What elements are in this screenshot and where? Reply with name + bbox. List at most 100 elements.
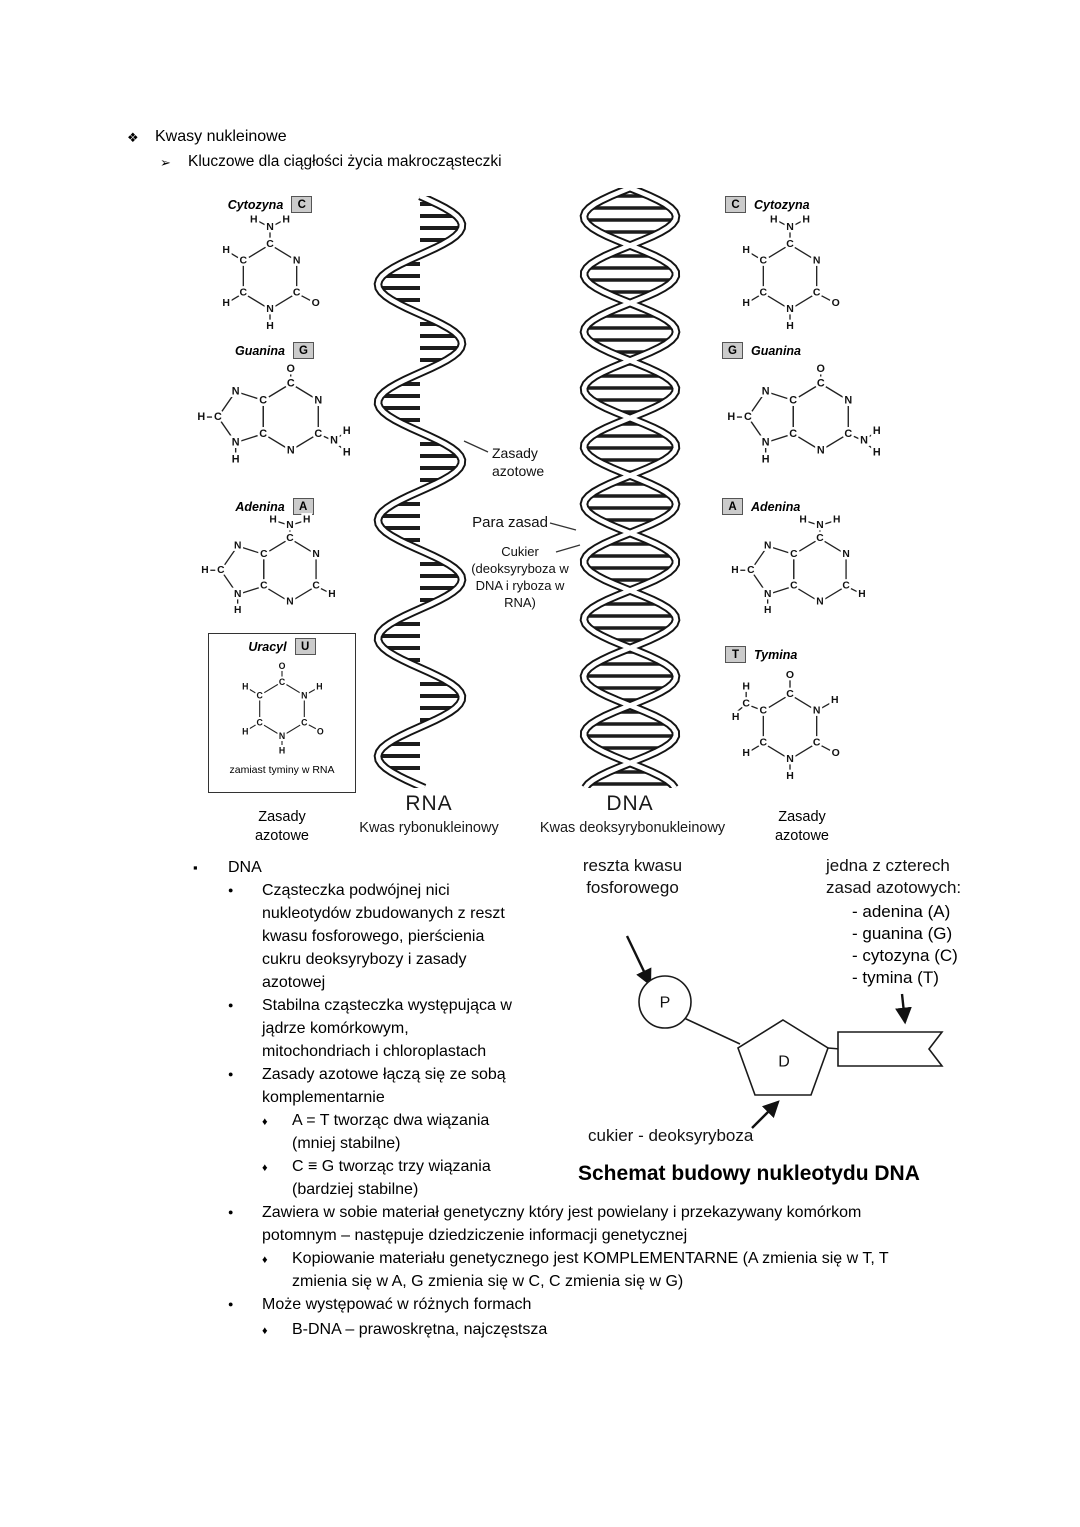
svg-text:H: H bbox=[222, 298, 230, 309]
bullet-item: Zasady azotowe łączą się ze sobą komplem… bbox=[228, 1063, 993, 1109]
svg-text:C: C bbox=[293, 288, 301, 299]
base-letter-badge: G bbox=[722, 342, 743, 359]
arrow-bullet-icon bbox=[160, 151, 188, 173]
svg-text:H: H bbox=[316, 682, 322, 692]
svg-text:H: H bbox=[786, 321, 794, 332]
svg-text:H: H bbox=[266, 321, 274, 332]
bullet-item: Cząsteczka podwójnej nici nukleotydów zb… bbox=[228, 879, 993, 994]
diamond-sub-bullet-icon bbox=[262, 1155, 292, 1180]
svg-text:C: C bbox=[312, 581, 320, 592]
svg-text:C: C bbox=[279, 677, 286, 687]
svg-text:N: N bbox=[842, 549, 849, 560]
dna-helix-illustration bbox=[579, 188, 681, 788]
svg-text:N: N bbox=[763, 541, 770, 552]
svg-text:H: H bbox=[761, 453, 769, 465]
rna-label: RNA bbox=[405, 792, 453, 815]
dot-bullet-icon bbox=[228, 1201, 262, 1226]
phosphate-label: reszta kwasu fosforowego bbox=[582, 856, 683, 897]
svg-text:H: H bbox=[858, 589, 865, 600]
svg-text:C: C bbox=[214, 411, 222, 423]
bullet-text: Zawiera w sobie materiał genetyczny któr… bbox=[262, 1204, 862, 1244]
svg-text:N: N bbox=[231, 437, 239, 449]
bases-list-item: - adenina (A) bbox=[852, 902, 951, 921]
svg-text:C: C bbox=[257, 690, 264, 700]
svg-text:C: C bbox=[240, 288, 248, 299]
bullet-text: Stabilna cząsteczka występująca w jądrze… bbox=[262, 997, 512, 1060]
svg-text:O: O bbox=[279, 661, 286, 671]
svg-text:H: H bbox=[831, 695, 839, 706]
svg-text:N: N bbox=[860, 435, 868, 447]
svg-text:C: C bbox=[266, 239, 274, 250]
sub-bullet-item: Kopiowanie materiału genetycznego jest K… bbox=[262, 1247, 993, 1293]
dna-label: DNA bbox=[606, 792, 654, 815]
bullet-text: Zasady azotowe łączą się ze sobą komplem… bbox=[262, 1066, 506, 1106]
svg-text:H: H bbox=[233, 605, 240, 616]
base-letter-badge: T bbox=[725, 646, 746, 663]
base-name: Tymina bbox=[754, 647, 798, 662]
svg-text:H: H bbox=[279, 745, 285, 755]
bases-list-item: - tymina (T) bbox=[852, 968, 939, 987]
base-name: Adenina bbox=[751, 499, 801, 514]
svg-text:N: N bbox=[763, 589, 770, 600]
svg-text:H: H bbox=[342, 446, 350, 458]
svg-text:H: H bbox=[732, 712, 740, 723]
dna-full-name: Kwas deoksyrybonukleinowy bbox=[539, 820, 726, 836]
diamond-sub-bullet-icon bbox=[262, 1318, 292, 1343]
svg-text:N: N bbox=[816, 520, 823, 531]
svg-text:C: C bbox=[286, 378, 294, 390]
svg-text:O: O bbox=[832, 748, 840, 759]
base-name: Adenina bbox=[235, 499, 285, 514]
svg-text:N: N bbox=[233, 541, 240, 552]
bases-list: - adenina (A) - guanina (G) - cytozyna (… bbox=[852, 901, 1002, 989]
svg-text:H: H bbox=[303, 514, 310, 525]
section-heading: Kwasy nukleinowe bbox=[127, 126, 287, 148]
svg-text:C: C bbox=[816, 378, 824, 390]
svg-text:N: N bbox=[233, 589, 240, 600]
svg-text:C: C bbox=[786, 239, 794, 250]
nucleotide-diagram-title: Schemat budowy nukleotydu DNA bbox=[578, 1162, 920, 1185]
svg-text:H: H bbox=[833, 514, 840, 525]
base-name: Cytozyna bbox=[754, 197, 810, 212]
svg-text:H: H bbox=[872, 446, 880, 458]
svg-text:C: C bbox=[813, 288, 821, 299]
base-pair-annotation: Para zasad bbox=[472, 514, 548, 531]
svg-text:H: H bbox=[770, 214, 778, 225]
bases-list-item: - cytozyna (C) bbox=[852, 946, 958, 965]
base-letter-badge: U bbox=[294, 638, 316, 655]
svg-text:N: N bbox=[761, 437, 769, 449]
svg-text:C: C bbox=[314, 428, 322, 440]
svg-text:H: H bbox=[342, 425, 350, 437]
svg-text:N: N bbox=[844, 394, 852, 406]
section-title: Kwasy nukleinowe bbox=[155, 128, 287, 145]
svg-text:C: C bbox=[790, 549, 798, 560]
svg-text:O: O bbox=[317, 726, 324, 736]
svg-text:C: C bbox=[760, 738, 768, 749]
svg-text:H: H bbox=[742, 245, 750, 256]
svg-text:N: N bbox=[330, 435, 338, 447]
svg-text:N: N bbox=[301, 690, 307, 700]
svg-text:O: O bbox=[312, 298, 320, 309]
svg-text:H: H bbox=[242, 726, 248, 736]
base-letter-badge: C bbox=[291, 196, 313, 213]
svg-text:C: C bbox=[301, 718, 308, 728]
right-column-caption: Zasady azotowe bbox=[774, 809, 829, 844]
sub-bullet-text: Kopiowanie materiału genetycznego jest K… bbox=[292, 1250, 889, 1290]
svg-text:H: H bbox=[731, 565, 738, 576]
svg-text:H: H bbox=[872, 425, 880, 437]
svg-text:N: N bbox=[286, 597, 293, 608]
svg-text:H: H bbox=[802, 214, 810, 225]
sugar-deoxyribose-label: cukier - deoksyryboza bbox=[588, 1126, 754, 1145]
svg-text:H: H bbox=[328, 589, 335, 600]
svg-text:N: N bbox=[816, 597, 823, 608]
dot-bullet-icon bbox=[228, 994, 262, 1019]
base-letter-badge: C bbox=[725, 196, 746, 213]
